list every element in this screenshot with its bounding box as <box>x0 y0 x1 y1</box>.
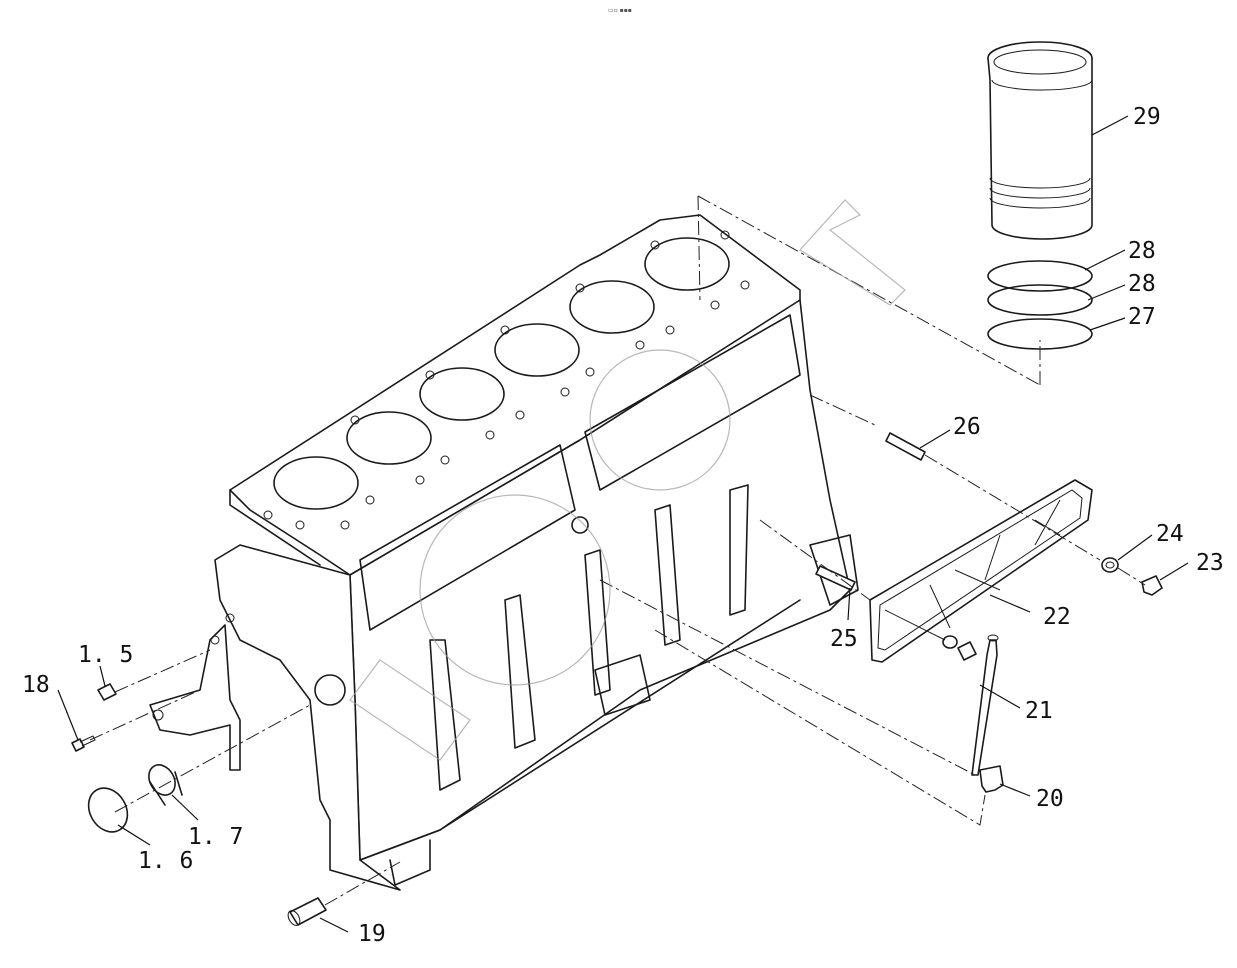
header-mark: ▭▫ ▪▪▪ <box>608 7 632 14</box>
cap-nut-23 <box>1141 575 1163 596</box>
label-23: 23 <box>1196 550 1224 576</box>
label-28-upper: 28 <box>1128 238 1156 264</box>
label-19: 19 <box>358 921 386 947</box>
leader-lines <box>57 115 1189 933</box>
bore-6 <box>644 237 730 291</box>
cylinder-liner <box>987 41 1093 240</box>
label-26: 26 <box>953 414 981 440</box>
watermark <box>349 199 906 761</box>
block-side-openings <box>314 314 859 791</box>
bore-5 <box>569 280 655 334</box>
deck-bolt-holes <box>263 230 750 530</box>
label-1-5: 1. 5 <box>78 642 133 668</box>
label-21: 21 <box>1025 698 1053 724</box>
bolt-18 <box>71 735 96 752</box>
bore-2 <box>346 411 432 465</box>
label-22: 22 <box>1043 604 1071 630</box>
label-28-lower: 28 <box>1128 271 1156 297</box>
sealing-washer-24 <box>1101 557 1119 573</box>
label-24: 24 <box>1156 521 1184 547</box>
plug-20 <box>979 765 1004 793</box>
front-plate <box>149 613 241 771</box>
liner-seal-rings <box>987 260 1093 350</box>
bushing-1-7 <box>148 764 183 806</box>
cylinder-bores <box>273 237 730 510</box>
label-1-7: 1. 7 <box>188 824 243 850</box>
plug-1-5 <box>97 683 117 701</box>
label-1-6: 1. 6 <box>138 848 193 874</box>
alignment-lines <box>89 195 1146 906</box>
ring-1-6 <box>87 787 129 833</box>
bore-4 <box>494 323 580 377</box>
bore-1 <box>273 456 359 510</box>
dowel-pin-19 <box>287 897 327 926</box>
cover-fasteners <box>942 635 977 661</box>
stud-25 <box>815 565 856 591</box>
cylinder-block <box>214 214 851 891</box>
label-25: 25 <box>830 626 858 652</box>
label-27: 27 <box>1128 304 1156 330</box>
label-29: 29 <box>1133 104 1161 130</box>
side-cover <box>869 479 1093 663</box>
bore-3 <box>419 367 505 421</box>
stud-26 <box>885 432 926 461</box>
label-20: 20 <box>1036 786 1064 812</box>
callout-labels: 29 28 28 27 26 24 23 22 25 21 20 1. 5 18… <box>22 104 1224 947</box>
dipstick-tube-21 <box>971 634 999 776</box>
label-18: 18 <box>22 672 50 698</box>
